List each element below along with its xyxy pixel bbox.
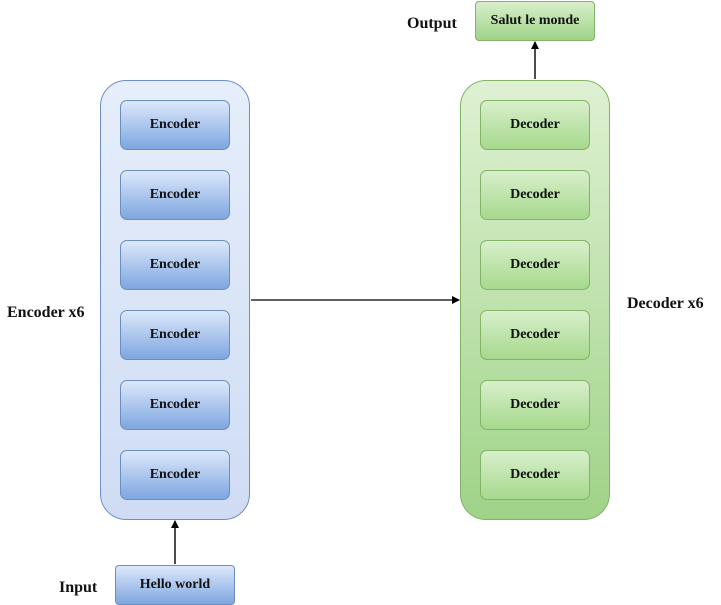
encoder-stack-label: Encoder x6 xyxy=(7,304,85,321)
output-node: Salut le monde xyxy=(475,1,595,41)
encoder-stack xyxy=(100,80,250,520)
decoder-stack-label: Decoder x6 xyxy=(627,295,704,312)
decoder-block: Decoder xyxy=(480,100,590,150)
encoder-block: Encoder xyxy=(120,380,230,430)
input-node: Hello world xyxy=(115,565,235,605)
encoder-block: Encoder xyxy=(120,450,230,500)
decoder-block: Decoder xyxy=(480,450,590,500)
encoder-block: Encoder xyxy=(120,310,230,360)
decoder-block: Decoder xyxy=(480,240,590,290)
decoder-block: Decoder xyxy=(480,310,590,360)
encoder-block: Encoder xyxy=(120,170,230,220)
input-label: Input xyxy=(59,579,98,596)
decoder-stack xyxy=(460,80,610,520)
output-label: Output xyxy=(407,15,457,32)
decoder-block: Decoder xyxy=(480,170,590,220)
decoder-block: Decoder xyxy=(480,380,590,430)
encoder-block: Encoder xyxy=(120,240,230,290)
encoder-block: Encoder xyxy=(120,100,230,150)
